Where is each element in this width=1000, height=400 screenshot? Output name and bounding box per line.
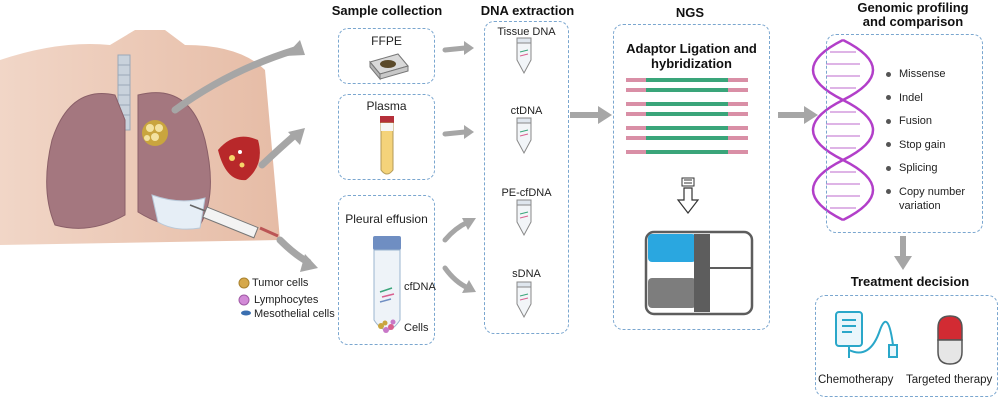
plasma-tube-icon (380, 116, 394, 175)
bullet-icon (886, 189, 891, 195)
dna-to-ngs-arrowhead (598, 106, 612, 124)
legend-tumor-cells: Tumor cells (252, 277, 309, 289)
bullet-icon (886, 142, 891, 148)
genomic-profiling-heading-line2: and comparison (862, 14, 964, 29)
ngs-box (613, 24, 770, 330)
dna-helix-icon (811, 38, 875, 222)
variant-item: Stop gain (886, 134, 965, 158)
bullet-icon (886, 95, 891, 101)
variant-label: Splicing (899, 162, 938, 174)
legend-lymphocytes: Lymphocytes (254, 294, 319, 306)
pleural-effusion-box (338, 195, 435, 345)
plasma-label: Plasma (366, 99, 407, 113)
treatment-decision-box (815, 295, 998, 397)
pleural-effusion-region (151, 194, 206, 230)
dna-type-pe-cfdna: PE-cfDNA (501, 187, 552, 199)
dna-type-ctdna: ctDNA (510, 105, 543, 117)
variant-item: Missense (886, 63, 965, 87)
cells-label: Cells (404, 322, 429, 334)
dna-type-sdna: sDNA (512, 268, 541, 280)
sample-arrowheads (462, 41, 476, 293)
dna-extraction-box (484, 21, 569, 334)
capsule-icon (937, 315, 963, 365)
treatment-decision-heading: Treatment decision (850, 274, 970, 289)
ffpe-block-icon (369, 53, 409, 81)
genomic-profiling-heading-line1: Genomic profiling (857, 0, 969, 15)
tumor-icon (142, 120, 168, 146)
variant-label: Indel (899, 91, 923, 104)
blood-vessel-icon (218, 136, 260, 181)
variant-label: Copy number (899, 185, 966, 198)
legend-mesothelial-cells: Mesothelial cells (254, 308, 335, 320)
pipette-down-arrow-icon (676, 177, 700, 214)
adaptor-fragments (626, 78, 748, 154)
variant-label: Missense (899, 68, 946, 80)
cfdna-label: cfDNA (404, 281, 436, 293)
variant-label: variation (899, 199, 941, 212)
variant-item: Indel (886, 87, 965, 111)
mesothelial-cell-legend-icon (241, 310, 251, 316)
targeted-therapy-label: Targeted therapy (906, 374, 993, 386)
tumor-cell-legend-icon (238, 277, 250, 289)
iv-bag-icon (835, 311, 898, 358)
variant-item-continued: variation (886, 199, 965, 213)
ffpe-label: FFPE (371, 34, 402, 48)
sample-to-dna-arrows (442, 45, 471, 291)
dna-extraction-heading: DNA extraction (480, 3, 575, 18)
dna-type-tissue: Tissue DNA (497, 26, 556, 38)
variant-item: Fusion (886, 110, 965, 134)
sample-collection-heading: Sample collection (331, 3, 443, 18)
ngs-heading: NGS (675, 5, 705, 20)
ngs-to-profiling-arrowhead (804, 106, 818, 124)
ngs-step-line2: hybridization (651, 56, 732, 71)
sequencer-icon (644, 230, 754, 316)
syringe-icon (189, 204, 279, 239)
dna-tubes (516, 37, 532, 319)
bullet-icon (886, 71, 891, 77)
lymphocyte-legend-icon (238, 294, 250, 306)
ffpe-box (338, 28, 435, 84)
variant-item: Copy number (886, 185, 965, 199)
left-lung (46, 93, 126, 229)
genomic-profiling-box (826, 34, 983, 233)
bullet-icon (886, 165, 891, 171)
variant-label: Stop gain (899, 138, 946, 151)
pleural-tube-icon (373, 236, 401, 333)
variant-item: Splicing (886, 157, 965, 181)
plasma-box (338, 94, 435, 180)
ngs-step-line1: Adaptor Ligation and (626, 41, 757, 56)
variant-label: Fusion (899, 115, 933, 127)
bullet-icon (886, 118, 891, 124)
body-arrowheads (285, 40, 318, 272)
profiling-to-treatment-arrowhead (894, 256, 912, 270)
pleural-effusion-label: Pleural effusion (345, 212, 428, 226)
variant-list: Missense Indel Fusion Stop gain Splicing… (886, 63, 965, 213)
chemotherapy-label: Chemotherapy (818, 374, 894, 386)
